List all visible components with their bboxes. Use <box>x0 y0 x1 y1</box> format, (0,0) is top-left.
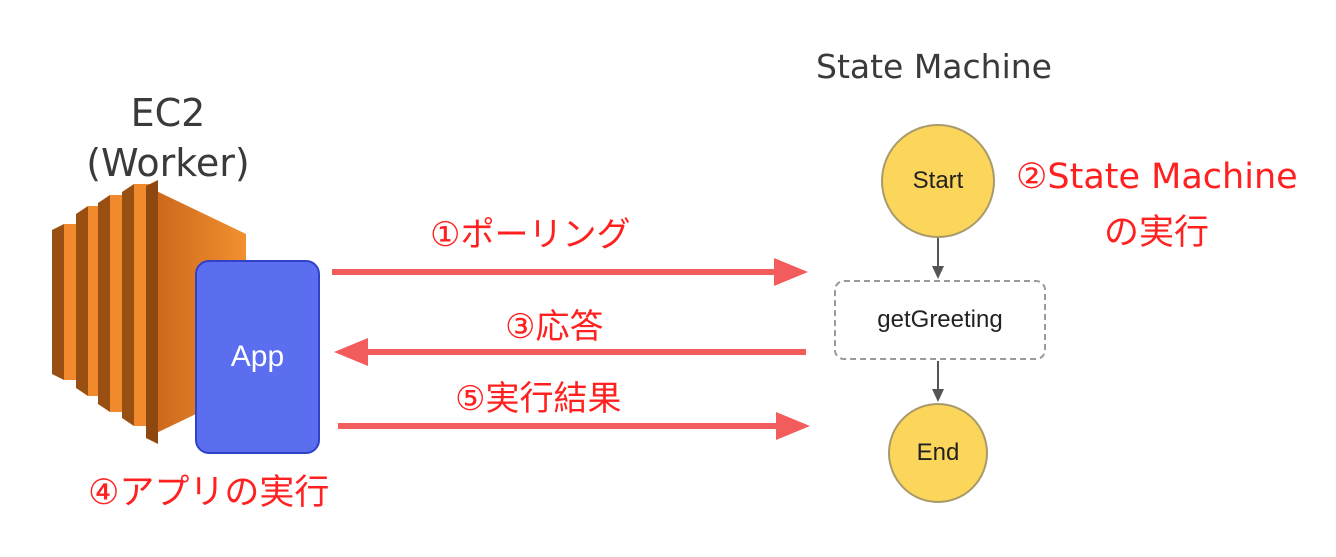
transition-task-end-head <box>932 389 944 402</box>
arrow-polling-head <box>774 258 808 286</box>
get-greeting-task: getGreeting <box>834 280 1046 360</box>
step4-label: ④アプリの実行 <box>88 473 330 513</box>
app-label: App <box>230 340 285 373</box>
app-box: App <box>195 260 320 454</box>
step2-label-line1: ②State Machine <box>1016 157 1298 197</box>
start-state: Start <box>881 124 995 238</box>
arrow-response-head <box>334 338 368 366</box>
step5-label: ⑤実行結果 <box>455 379 622 419</box>
end-state-label: End <box>916 439 960 466</box>
step1-label: ①ポーリング <box>430 215 631 255</box>
state-machine-title: State Machine <box>816 47 1052 86</box>
ec2-subtitle: (Worker) <box>86 141 250 185</box>
arrow-result-head <box>776 412 810 440</box>
step2-label-line2: の実行 <box>1104 213 1210 253</box>
ec2-title: EC2 <box>130 91 206 135</box>
end-state: End <box>888 403 988 503</box>
transition-start-task-head <box>932 266 944 279</box>
step3-label: ③応答 <box>505 307 604 347</box>
task-state-label: getGreeting <box>877 306 1003 333</box>
start-state-label: Start <box>912 167 964 194</box>
